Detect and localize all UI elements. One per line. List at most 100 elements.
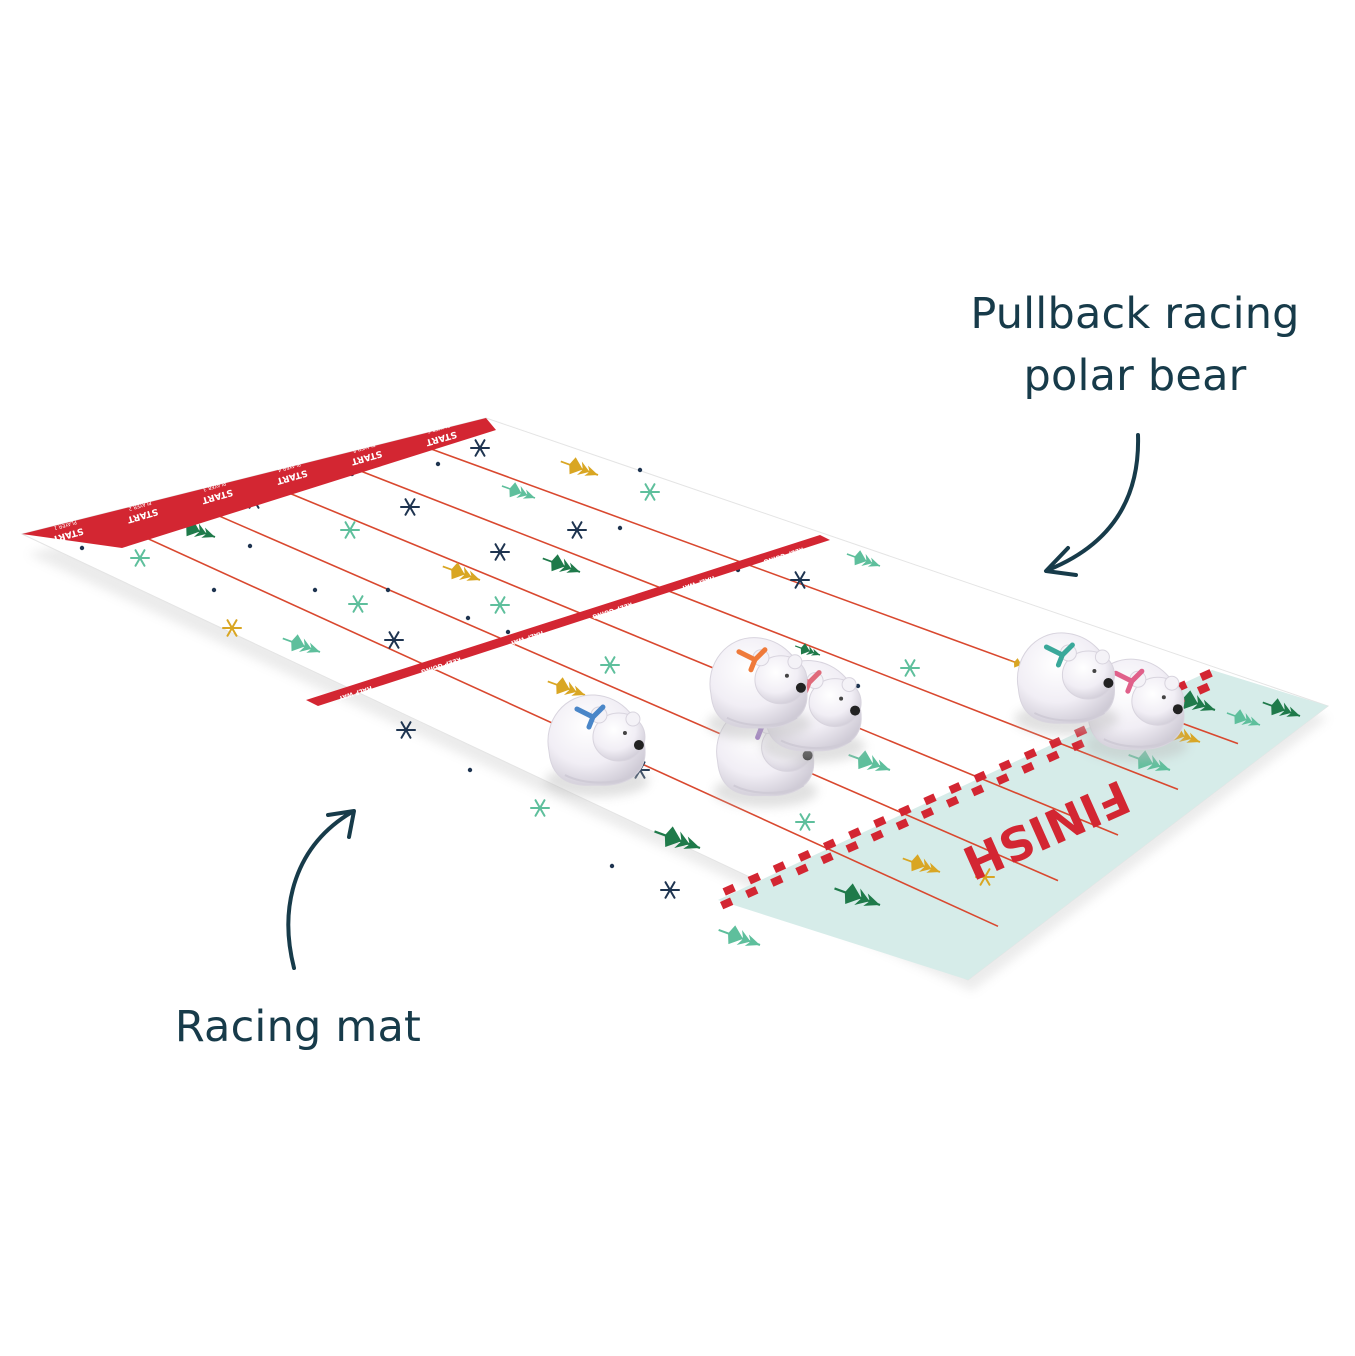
tree-icon xyxy=(834,883,881,907)
checker-square xyxy=(1048,736,1063,749)
checker-square xyxy=(772,861,787,874)
tree-icon xyxy=(902,854,941,873)
checker-square xyxy=(1196,682,1211,695)
dot-icon xyxy=(637,467,643,473)
snowflake-icon xyxy=(340,521,360,539)
snowflake-icon xyxy=(900,659,920,677)
dot-icon xyxy=(211,587,217,593)
checker-square xyxy=(722,883,736,896)
halfway-strip xyxy=(306,535,830,706)
tree-icon xyxy=(794,643,821,656)
dot-icon xyxy=(79,545,85,551)
checker-square xyxy=(1071,739,1085,752)
bear-nose-icon xyxy=(1103,678,1114,688)
bear-scarf-icon xyxy=(736,647,768,673)
snowflake-icon xyxy=(567,521,587,539)
checker-square xyxy=(795,863,809,876)
bear-scarf-icon xyxy=(1043,642,1075,668)
lane-line xyxy=(349,465,1179,791)
tree-icon xyxy=(560,457,599,476)
tree-icon xyxy=(547,677,586,696)
snowflake-icon xyxy=(222,619,242,637)
checker-square xyxy=(745,886,759,899)
bear-scarf-icon xyxy=(1113,668,1145,694)
checker-square xyxy=(873,816,887,828)
start-strip xyxy=(22,418,496,548)
snowflake-icon xyxy=(490,596,510,614)
bear-nose-icon xyxy=(633,740,644,751)
bear-teal xyxy=(1014,632,1119,735)
snowflake-icon xyxy=(975,868,995,886)
tree-icon xyxy=(501,482,536,499)
checker-square xyxy=(719,897,734,910)
tree-icon xyxy=(846,550,881,567)
mat-callout-label: Racing mat xyxy=(174,1002,422,1052)
dot-icon xyxy=(312,587,318,593)
checker-square xyxy=(1199,669,1213,681)
snowflake-icon xyxy=(348,595,368,613)
dot-icon xyxy=(609,863,615,869)
snowflake-icon xyxy=(400,498,420,516)
checker-square xyxy=(770,874,784,887)
checker-square xyxy=(920,807,935,819)
snowflake-icon xyxy=(660,881,680,899)
tree-icon xyxy=(1262,698,1301,717)
bear-callout-line-1: Pullback racing xyxy=(970,289,1300,339)
checker-square xyxy=(996,773,1010,786)
bear-nose-icon xyxy=(850,705,861,716)
snowflake-icon xyxy=(490,543,510,561)
bear-orange xyxy=(706,637,811,740)
tree-icon xyxy=(442,562,481,581)
checker-square xyxy=(1021,761,1035,774)
bear-callout-line-2: polar bear xyxy=(1023,351,1247,401)
checker-square xyxy=(898,804,912,817)
snowflake-icon xyxy=(600,656,620,674)
checker-square xyxy=(1023,748,1038,761)
dot-icon xyxy=(467,767,473,773)
dot-icon xyxy=(465,615,471,621)
tree-icon xyxy=(282,634,321,653)
tree-icon xyxy=(718,925,761,946)
checker-square xyxy=(1046,750,1060,763)
checker-square xyxy=(895,818,910,831)
snowflake-icon xyxy=(396,721,416,739)
snowflake-icon xyxy=(530,799,550,817)
polar-bears xyxy=(544,632,1188,808)
bear-callout-label: Pullback racing polar bear xyxy=(955,283,1315,407)
tree-icon xyxy=(1226,709,1261,726)
checker-square xyxy=(998,759,1012,772)
snowflake-icon xyxy=(790,571,810,589)
snowflake-icon xyxy=(640,483,660,501)
bear-blue xyxy=(544,694,649,798)
checker-square xyxy=(870,829,884,842)
dot-icon xyxy=(385,587,391,593)
checker-square xyxy=(820,852,834,865)
tree-icon xyxy=(848,750,891,771)
checker-square xyxy=(747,872,761,885)
checker-square xyxy=(845,841,859,853)
dot-icon xyxy=(435,461,441,467)
tree-icon xyxy=(542,554,581,573)
bear-nose-icon xyxy=(795,682,806,693)
lane-line xyxy=(194,504,1059,882)
snowflake-icon xyxy=(470,439,490,457)
checker-square xyxy=(948,782,962,794)
mat-callout-arrow-icon xyxy=(286,809,356,970)
checker-square xyxy=(970,784,985,797)
bear-callout-arrow-icon xyxy=(1044,433,1141,577)
checker-square xyxy=(797,849,812,862)
tree-icon xyxy=(654,826,701,850)
dot-icon xyxy=(505,629,511,635)
checker-square xyxy=(848,827,862,840)
snowflake-icon xyxy=(130,549,150,567)
snowflake-icon xyxy=(384,631,404,649)
bear-nose-icon xyxy=(1172,704,1183,715)
bear-scarf-icon xyxy=(574,704,606,730)
dot-icon xyxy=(617,525,623,531)
checker-square xyxy=(822,838,837,851)
checker-square xyxy=(923,793,937,806)
dot-icon xyxy=(855,683,861,689)
checker-square xyxy=(945,795,960,808)
snowflake-icon xyxy=(795,813,815,831)
